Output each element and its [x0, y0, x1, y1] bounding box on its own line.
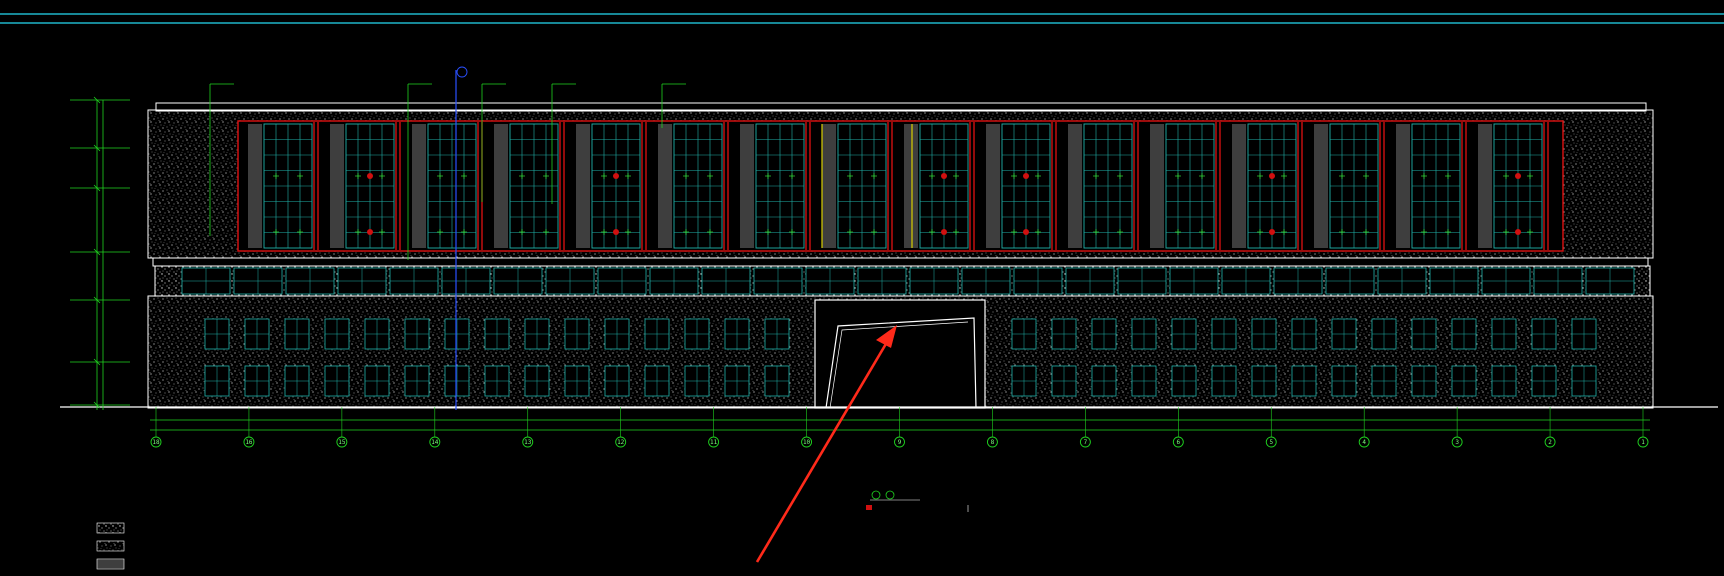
- grid-axis-bubble: [1079, 436, 1091, 448]
- marker-dot: [613, 229, 619, 235]
- legend-swatch-louver: [96, 558, 125, 570]
- grid-axis-label: 13: [524, 439, 532, 446]
- louver-panel: [1150, 124, 1164, 248]
- parapet: [155, 102, 1647, 112]
- grid-axis-bubble: [1265, 436, 1277, 448]
- grid-axis-bubble: [336, 436, 348, 448]
- louver-panel: [248, 124, 262, 248]
- grid-axis-bubble: [801, 436, 813, 448]
- louver-panel: [1314, 124, 1328, 248]
- marker-dot: [613, 173, 619, 179]
- louver-panel: [1068, 124, 1082, 248]
- marker-dot: [367, 173, 373, 179]
- louver-panel: [412, 124, 426, 248]
- legend: [96, 522, 125, 570]
- grid-axis-bubble: [1451, 436, 1463, 448]
- grid-axis-bubble: [522, 436, 534, 448]
- grid-axis-bubble: [1637, 436, 1649, 448]
- grid-axis-label: 12: [617, 439, 625, 446]
- grid-axis-bubble: [894, 436, 905, 448]
- red-arrow-pointer-icon: [755, 325, 897, 563]
- grid-axis-bubble: [1544, 436, 1556, 448]
- marker-dot: [367, 229, 373, 235]
- louver-panel: [658, 124, 672, 248]
- grid-axis-label: 7: [1084, 439, 1088, 446]
- grid-axis-label: 14: [431, 439, 439, 446]
- grid-axis-bubble: [708, 436, 720, 448]
- grid-axis-label: 1: [1641, 439, 1645, 446]
- cornice: [152, 257, 1649, 267]
- grid-axis-label: 6: [1177, 439, 1181, 446]
- grid-axis-bubble: [1172, 436, 1184, 448]
- left-dimension-column: [70, 96, 130, 410]
- marker-dot: [941, 229, 947, 235]
- marker-dot: [1023, 173, 1029, 179]
- louver-panel: [330, 124, 344, 248]
- grid-axis-bubble: [615, 436, 627, 448]
- grid-axis-label: 9: [898, 439, 902, 446]
- marker-dot: [1269, 173, 1275, 179]
- grid-axis-label: 15: [338, 439, 346, 446]
- grid-axis-label: 8: [991, 439, 995, 446]
- grid-axis-bubble: [243, 436, 255, 448]
- marker-dot: [1515, 173, 1521, 179]
- grid-axis-label: 3: [1455, 439, 1459, 446]
- grid-axis-label: 2: [1548, 439, 1552, 446]
- louver-panel: [740, 124, 754, 248]
- grid-axis-bubble: [1358, 436, 1370, 448]
- louver-panel: [986, 124, 1000, 248]
- louver-panel: [1232, 124, 1246, 248]
- louver-panel: [1478, 124, 1492, 248]
- legend-swatch-dots: [96, 540, 125, 552]
- grid-axis-label: 18: [152, 439, 160, 446]
- louver-panel: [822, 124, 836, 248]
- grid-axis-bubble: [429, 436, 441, 448]
- louver-panel: [1396, 124, 1410, 248]
- legend-swatch-stone: [96, 522, 125, 534]
- grid-axis-row: 18 16 15 14 13 12 11 10 9 8 7 6 5 4 3 2 1: [150, 407, 1649, 448]
- louver-panel: [904, 124, 918, 248]
- marker-dot: [1269, 229, 1275, 235]
- grid-axis-label: 5: [1269, 439, 1273, 446]
- marker-dot: [1023, 229, 1029, 235]
- title-block: [866, 490, 969, 512]
- grid-axis-bubble: [150, 436, 162, 448]
- top-cyan-lines: [0, 13, 1724, 24]
- grid-axis-bubble: [986, 436, 998, 448]
- grid-axis-label: 11: [710, 439, 718, 446]
- grid-axis-label: 16: [245, 439, 253, 446]
- grid-axis-label: 4: [1362, 439, 1366, 446]
- grid-axis-label: 10: [803, 439, 811, 446]
- marker-dot: [941, 173, 947, 179]
- building-elevation[interactable]: [60, 66, 1718, 431]
- entrance-portal: [814, 299, 986, 409]
- louver-panel: [494, 124, 508, 248]
- louver-panel: [576, 124, 590, 248]
- marker-dot: [1515, 229, 1521, 235]
